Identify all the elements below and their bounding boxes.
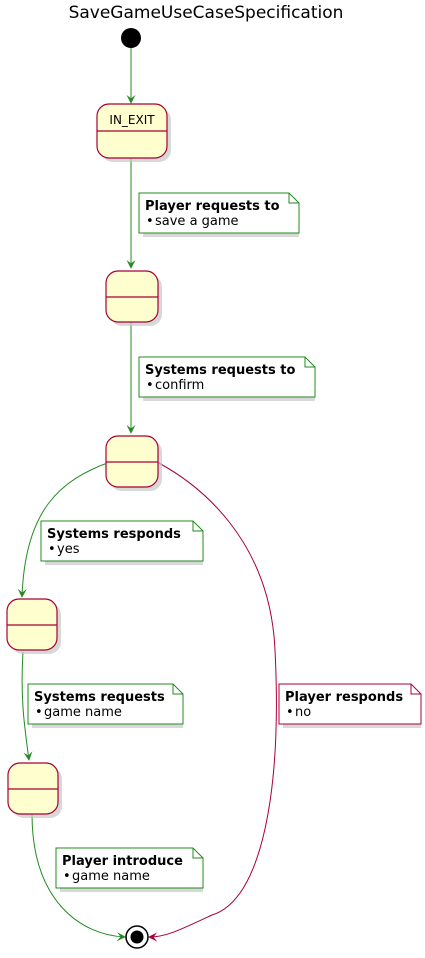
note-bullet: •: [35, 705, 43, 720]
note-player-introduce: Player introduce • game name: [55, 847, 204, 892]
state-in-exit-label: IN_EXIT: [109, 113, 155, 127]
note-heading: Player introduce: [62, 854, 183, 869]
note-systems-requests-to: Systems requests to • confirm: [138, 356, 316, 401]
note-player-responds: Player responds • no: [278, 683, 422, 728]
state-save-request: [105, 270, 162, 326]
note-bullet: •: [146, 214, 154, 229]
transition-s2-to-s3: [17, 461, 111, 598]
note-heading: Player responds: [285, 690, 403, 705]
note-bullet-text: game name: [44, 705, 122, 720]
note-heading: Systems requests to: [145, 363, 295, 378]
note-heading: Systems requests: [34, 690, 165, 705]
note-bullet: •: [146, 378, 154, 393]
transition-s2-to-final: [148, 461, 277, 942]
state-in-exit: IN_EXIT: [96, 103, 171, 162]
state-game-name: [7, 762, 62, 818]
note-bullet: •: [48, 542, 56, 557]
note-heading: Player requests to: [145, 199, 280, 214]
state-confirmed: [6, 598, 61, 654]
final-state: [125, 925, 149, 949]
note-bullet-text: confirm: [155, 378, 204, 393]
note-bullet-text: no: [295, 705, 311, 720]
note-bullet-text: game name: [72, 869, 150, 884]
diagram-title: SaveGameUseCaseSpecification: [69, 3, 344, 23]
note-bullet: •: [63, 869, 71, 884]
transition-s3-to-s4: [21, 651, 33, 761]
note-bullet: •: [286, 705, 294, 720]
note-player-requests-to: Player requests to • save a game: [138, 192, 300, 237]
state-confirm-request: [105, 435, 162, 491]
note-systems-requests: Systems requests • game name: [27, 683, 184, 728]
note-bullet-text: yes: [57, 542, 80, 557]
note-systems-responds: Systems responds • yes: [40, 520, 204, 565]
transition-s4-to-final: [31, 813, 126, 942]
note-heading: Systems responds: [47, 527, 181, 542]
initial-state: [121, 28, 141, 48]
note-bullet-text: save a game: [155, 214, 239, 229]
